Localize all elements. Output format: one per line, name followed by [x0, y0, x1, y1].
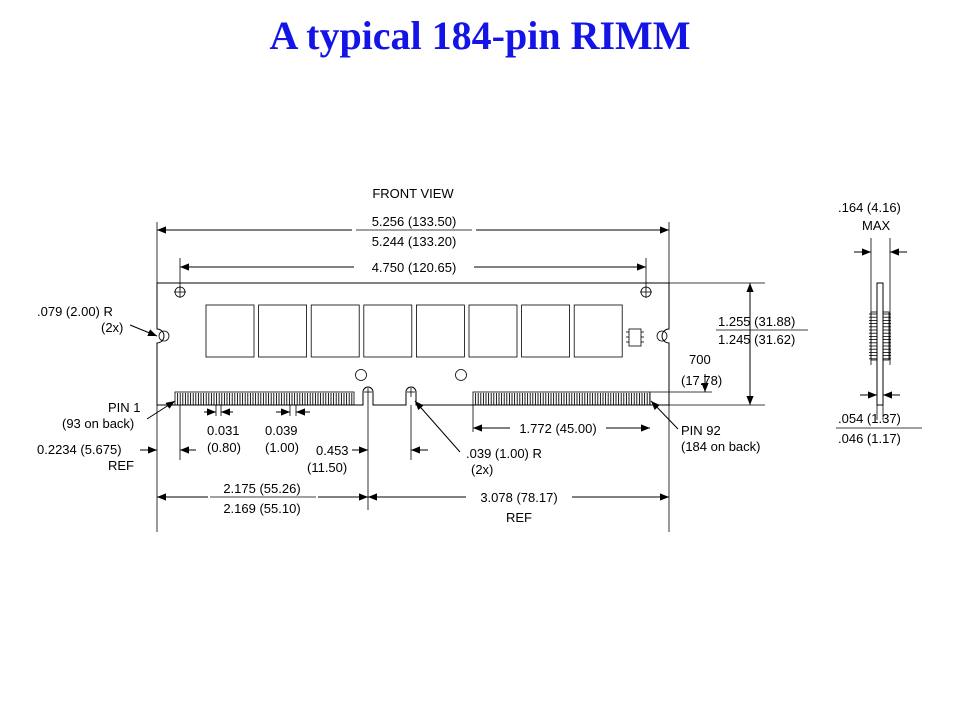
height-dimension: 1.255 (31.88) 1.245 (31.62) [669, 282, 808, 406]
dram-chip [415, 304, 465, 358]
dram-chip [573, 304, 623, 358]
front-view-heading: FRONT VIEW [372, 186, 454, 201]
pcb-outline [156, 282, 670, 406]
mount-hole-spacing: 4.750 (120.65) [372, 260, 457, 275]
edge-contacts [174, 391, 651, 406]
mount-hole-spacing-dimension: 4.750 (120.65) [179, 258, 647, 290]
overall-length-min: 5.244 (133.20) [372, 234, 457, 249]
slide-title: A typical 184-pin RIMM [269, 13, 691, 58]
left-to-key-min: 2.169 (55.10) [223, 501, 300, 516]
contact-height: 700 [689, 352, 711, 367]
pcb-thickness-max: .054 (1.37) [838, 411, 901, 426]
alignment-hole-left [355, 369, 367, 381]
key-to-right: 3.078 (78.17) [480, 490, 557, 505]
dram-chip [258, 304, 308, 358]
dram-chip [363, 304, 413, 358]
pin92-back: (184 on back) [681, 439, 761, 454]
side-notch-hole-left [158, 330, 170, 342]
dram-chip [205, 304, 255, 358]
side-chip-leads [869, 313, 891, 360]
left-to-key-dimension: 2.175 (55.26) 2.169 (55.10) [157, 481, 368, 516]
pcb-thickness-min: .046 (1.17) [838, 431, 901, 446]
dram-chip [468, 304, 518, 358]
side-notch-radius-callout: .079 (2.00) R (2x) [37, 304, 158, 337]
dram-chip [521, 304, 570, 358]
pin1-offset-ref: REF [108, 458, 134, 473]
side-notch-radius: .079 (2.00) R [37, 304, 113, 319]
contact-pitch-mm: (1.00) [265, 440, 299, 455]
left-to-key-max: 2.175 (55.26) [223, 481, 300, 496]
pin1-offset-dimension: 0.2234 (5.675) REF [37, 405, 196, 473]
mounting-hole-left [174, 286, 186, 298]
contact-width-mm: (0.80) [207, 440, 241, 455]
alignment-hole-right [455, 369, 467, 381]
side-view: .164 (4.16) MAX .054 (1.37) .046 (1.17) [836, 200, 922, 446]
side-notch-count: (2x) [101, 320, 123, 335]
key-radius-callout: .039 (1.00) R (2x) [414, 400, 542, 477]
height-max: 1.255 (31.88) [718, 314, 795, 329]
key-radius: .039 (1.00) R [466, 446, 542, 461]
contact-width-dimension: 0.031 (0.80) [204, 405, 241, 455]
pin1-back: (93 on back) [62, 416, 134, 431]
dram-chips [205, 304, 623, 358]
key-spacing-dimension: 0.453 (11.50) [307, 397, 428, 510]
overall-length-dimension: 5.256 (133.50) 5.244 (133.20) [157, 214, 669, 249]
contact-pitch: 0.039 [265, 423, 298, 438]
side-thickness-max: .164 (4.16) [838, 200, 901, 215]
pin1-offset: 0.2234 (5.675) [37, 442, 122, 457]
right-contact-span-dimension: 1.772 (45.00) [472, 405, 650, 436]
contact-height-dimension: 700 (17.78) [650, 352, 722, 393]
key-to-right-ref: REF [506, 510, 532, 525]
spd-chip [626, 328, 644, 347]
pin1-label: PIN 1 [108, 400, 141, 415]
side-thickness-max-label: MAX [862, 218, 891, 233]
side-notch-hole-right [656, 330, 668, 342]
height-min: 1.245 (31.62) [718, 332, 795, 347]
pin92-callout: PIN 92 (184 on back) [650, 400, 761, 454]
pin1-callout: PIN 1 (93 on back) [62, 400, 176, 431]
contact-width: 0.031 [207, 423, 240, 438]
key-spacing: 0.453 [316, 443, 349, 458]
contact-pitch-dimension: 0.039 (1.00) [265, 405, 310, 455]
overall-length-max: 5.256 (133.50) [372, 214, 457, 229]
mounting-hole-right [640, 286, 652, 298]
key-radius-count: (2x) [471, 462, 493, 477]
contact-strip [174, 391, 355, 406]
pin92-label: PIN 92 [681, 423, 721, 438]
key-to-right-dimension: 3.078 (78.17) REF [368, 490, 669, 525]
contact-height-mm: (17.78) [681, 373, 722, 388]
dram-chip [310, 304, 360, 358]
right-contact-span: 1.772 (45.00) [519, 421, 596, 436]
key-spacing-mm: (11.50) [307, 460, 347, 475]
